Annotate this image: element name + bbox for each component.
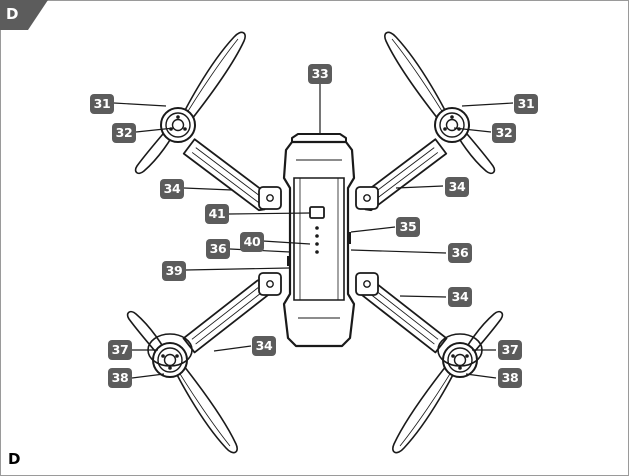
callout-34-lower-left: 34 <box>252 336 276 356</box>
arm-hinge-rear-left <box>258 272 282 296</box>
callout-34-upper-right: 34 <box>445 177 469 197</box>
callout-34-upper-left: 34 <box>160 179 184 199</box>
battery-led <box>315 226 319 230</box>
callout-32-right: 32 <box>492 123 516 143</box>
callout-33: 33 <box>308 64 332 84</box>
leader-lines <box>113 84 514 379</box>
callout-36-left: 36 <box>206 239 230 259</box>
arm-hinge-front-left <box>258 186 282 210</box>
arm-hinge-rear-right <box>355 272 379 296</box>
callout-36-right: 36 <box>448 243 472 263</box>
callout-31-right: 31 <box>514 94 538 114</box>
callout-35: 35 <box>396 217 420 237</box>
callout-38-right: 38 <box>498 368 522 388</box>
callout-39: 39 <box>162 261 186 281</box>
battery-led <box>315 234 319 238</box>
callout-31-left: 31 <box>90 94 114 114</box>
figure-tab-letter: D <box>6 5 19 23</box>
drone-body <box>282 133 356 348</box>
arm-hinge-front-right <box>355 186 379 210</box>
callout-37-left: 37 <box>108 340 132 360</box>
callout-41: 41 <box>205 204 229 224</box>
figure-tab <box>0 0 48 30</box>
figure-corner-letter: D <box>8 450 21 468</box>
callout-37-right: 37 <box>498 340 522 360</box>
power-button-drawing <box>309 206 325 219</box>
battery-led <box>315 242 319 246</box>
battery-led <box>315 250 319 254</box>
callout-34-lower-right: 34 <box>448 287 472 307</box>
callout-40: 40 <box>240 232 264 252</box>
callout-38-left: 38 <box>108 368 132 388</box>
callout-32-left: 32 <box>112 123 136 143</box>
